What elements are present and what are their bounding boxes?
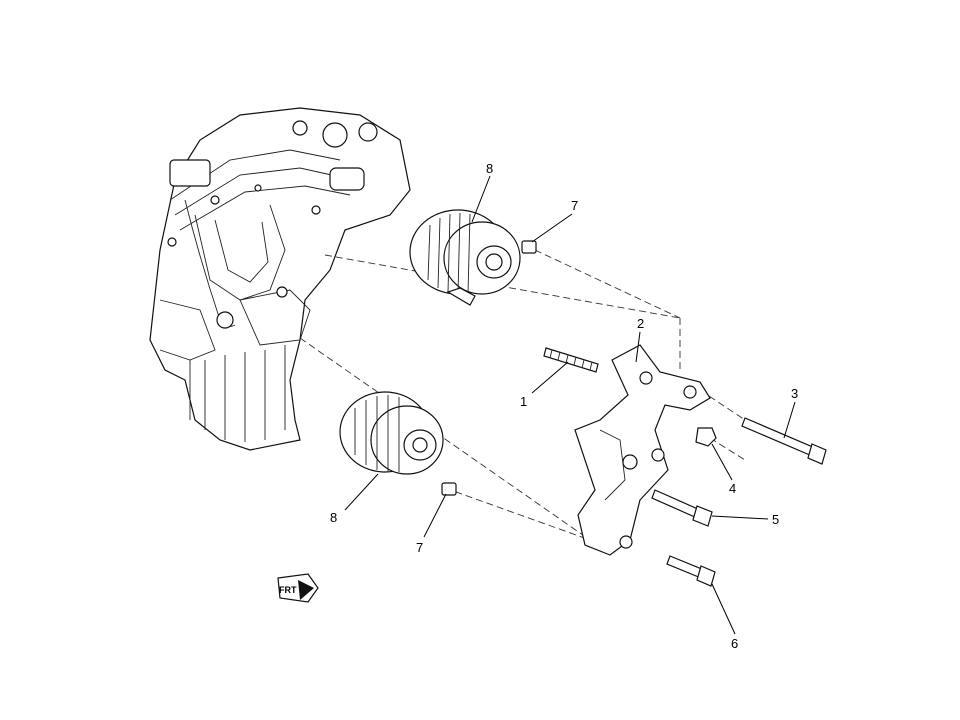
leader-lines xyxy=(344,175,796,635)
mounting-bracket xyxy=(574,344,711,556)
callout-8-upper: 8 xyxy=(486,161,493,176)
front-indicator-label: FRT xyxy=(279,585,297,595)
callout-3: 3 xyxy=(791,386,798,401)
bolt-long xyxy=(741,417,827,465)
bolt-short xyxy=(666,555,716,587)
callout-5: 5 xyxy=(772,512,779,527)
callout-2: 2 xyxy=(637,316,644,331)
spacer-lower xyxy=(441,482,457,496)
nut xyxy=(695,427,717,447)
spacer-upper xyxy=(521,240,537,254)
bolt-medium xyxy=(651,489,713,527)
callout-7-lower: 7 xyxy=(416,540,423,555)
callout-7-upper: 7 xyxy=(571,198,578,213)
front-indicator: FRT xyxy=(277,573,319,603)
callout-4: 4 xyxy=(729,481,736,496)
generator-lower xyxy=(339,391,444,475)
alignment-lines xyxy=(299,249,746,541)
callout-1: 1 xyxy=(520,394,527,409)
stud xyxy=(543,347,599,373)
callout-6: 6 xyxy=(731,636,738,651)
generator-upper xyxy=(409,209,521,306)
callout-8-lower: 8 xyxy=(330,510,337,525)
engine-assembly xyxy=(149,107,411,451)
